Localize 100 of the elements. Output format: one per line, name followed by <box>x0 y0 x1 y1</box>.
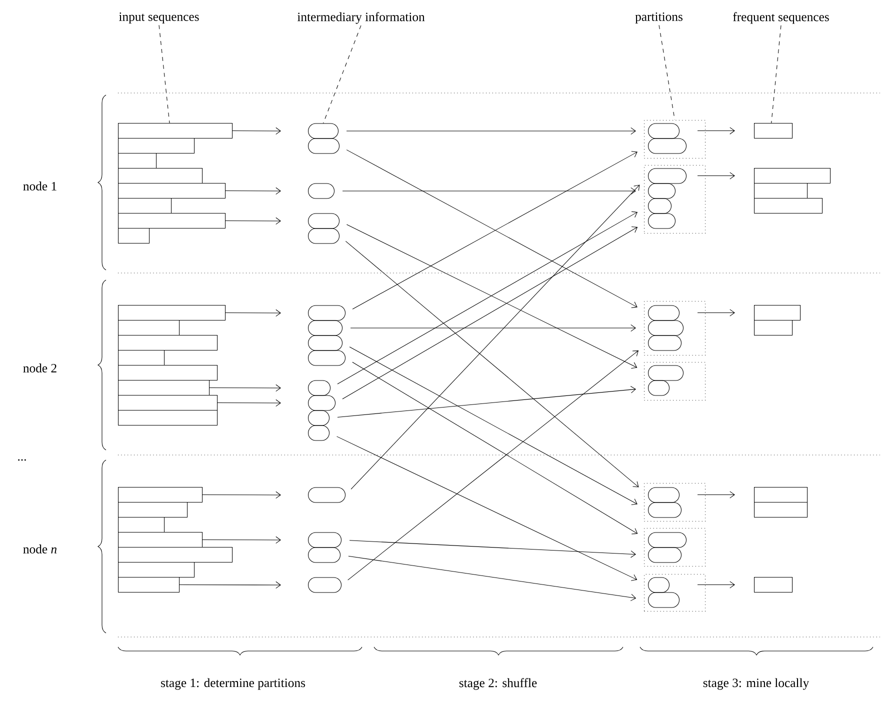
capsule <box>308 532 342 548</box>
arrow <box>348 350 639 580</box>
stage-label: stage 2: shuffle <box>459 678 537 690</box>
sequence-bar <box>118 138 195 154</box>
sequence-bar <box>118 410 218 426</box>
capsule <box>648 168 687 184</box>
sequence-bar <box>754 183 808 199</box>
sequence-bar <box>754 502 808 518</box>
sequence-bar <box>118 153 157 169</box>
arrow <box>345 240 639 488</box>
sequence-bar <box>118 502 188 518</box>
arrow <box>337 211 638 384</box>
arrow <box>697 581 735 588</box>
partition-box <box>644 528 706 567</box>
sequence-bar <box>118 350 165 366</box>
capsule <box>648 198 672 214</box>
sequence-bar <box>754 487 808 503</box>
sequence-bar <box>754 123 793 139</box>
arrow <box>232 127 281 135</box>
arrow <box>225 309 281 317</box>
partition-box <box>644 362 706 401</box>
partition-box <box>644 574 706 612</box>
arrow <box>349 346 638 505</box>
arrow <box>342 226 638 400</box>
arrow <box>349 540 636 558</box>
capsule <box>308 577 342 593</box>
sequence-bar <box>754 320 793 336</box>
partition-box <box>644 120 706 159</box>
capsule <box>308 350 346 366</box>
row-label: node 1 <box>23 182 56 190</box>
sequence-bar <box>118 547 233 563</box>
sequence-bar <box>754 168 831 184</box>
row-label: node n <box>23 544 57 554</box>
sequence-bar <box>754 305 801 321</box>
capsule <box>308 425 330 441</box>
capsule <box>308 123 339 139</box>
capsule <box>648 547 682 563</box>
sequence-bar <box>118 380 210 396</box>
callout-label: frequent sequences <box>733 12 829 24</box>
sequence-bar <box>754 577 793 593</box>
arrow <box>697 172 735 180</box>
row-label: node 2 <box>23 364 56 372</box>
capsule <box>308 320 343 336</box>
sequence-bar <box>118 305 226 321</box>
sequence-bar <box>118 213 226 229</box>
sequence-bar <box>118 487 203 503</box>
sequence-bar <box>118 577 180 593</box>
capsule <box>308 410 330 426</box>
capsule <box>308 547 341 563</box>
sequence-bar <box>118 168 203 184</box>
arrow <box>346 224 638 369</box>
stage-label: stage 1: determine partitions <box>161 678 306 690</box>
leader-line <box>658 24 676 120</box>
partition-box <box>644 483 706 522</box>
capsule <box>648 592 680 608</box>
capsule <box>648 183 676 199</box>
arrow <box>337 386 636 418</box>
sequence-bar <box>118 183 226 199</box>
arrow <box>225 217 281 225</box>
arrow <box>202 536 281 544</box>
capsule <box>648 320 684 336</box>
sequence-bar <box>118 335 218 351</box>
capsule <box>308 487 346 503</box>
capsule <box>648 123 680 139</box>
sequence-bar <box>118 395 218 411</box>
sequence-bar <box>754 198 823 214</box>
arrow <box>697 491 735 498</box>
arrow <box>346 127 636 135</box>
arrow <box>350 184 640 490</box>
capsule <box>308 183 335 199</box>
arrow <box>348 556 636 602</box>
capsule <box>648 213 676 229</box>
capsule <box>648 335 682 351</box>
arrow <box>697 127 735 134</box>
sequence-bar <box>118 198 172 214</box>
arrow <box>209 384 281 392</box>
callout-label: input sequences <box>119 12 199 24</box>
leader-line <box>771 25 782 124</box>
ellipsis: ... <box>18 459 26 461</box>
leader-line <box>323 25 362 124</box>
sequence-bar <box>118 320 180 336</box>
leader-line <box>158 24 170 124</box>
capsule <box>308 213 340 229</box>
arrow <box>350 324 636 332</box>
capsule <box>648 577 670 593</box>
capsule <box>648 138 687 154</box>
sequence-bar <box>118 562 195 578</box>
capsule <box>648 305 680 321</box>
arrow <box>217 399 281 407</box>
capsule <box>308 380 331 396</box>
capsule <box>308 228 340 244</box>
stage-label: stage 3: mine locally <box>703 678 810 690</box>
capsule <box>648 502 682 518</box>
capsule <box>648 532 687 548</box>
sequence-bar <box>118 532 203 548</box>
arrow <box>179 581 281 589</box>
arrow <box>342 187 636 195</box>
capsule <box>308 305 346 321</box>
capsule <box>648 487 680 503</box>
capsule <box>308 395 336 411</box>
